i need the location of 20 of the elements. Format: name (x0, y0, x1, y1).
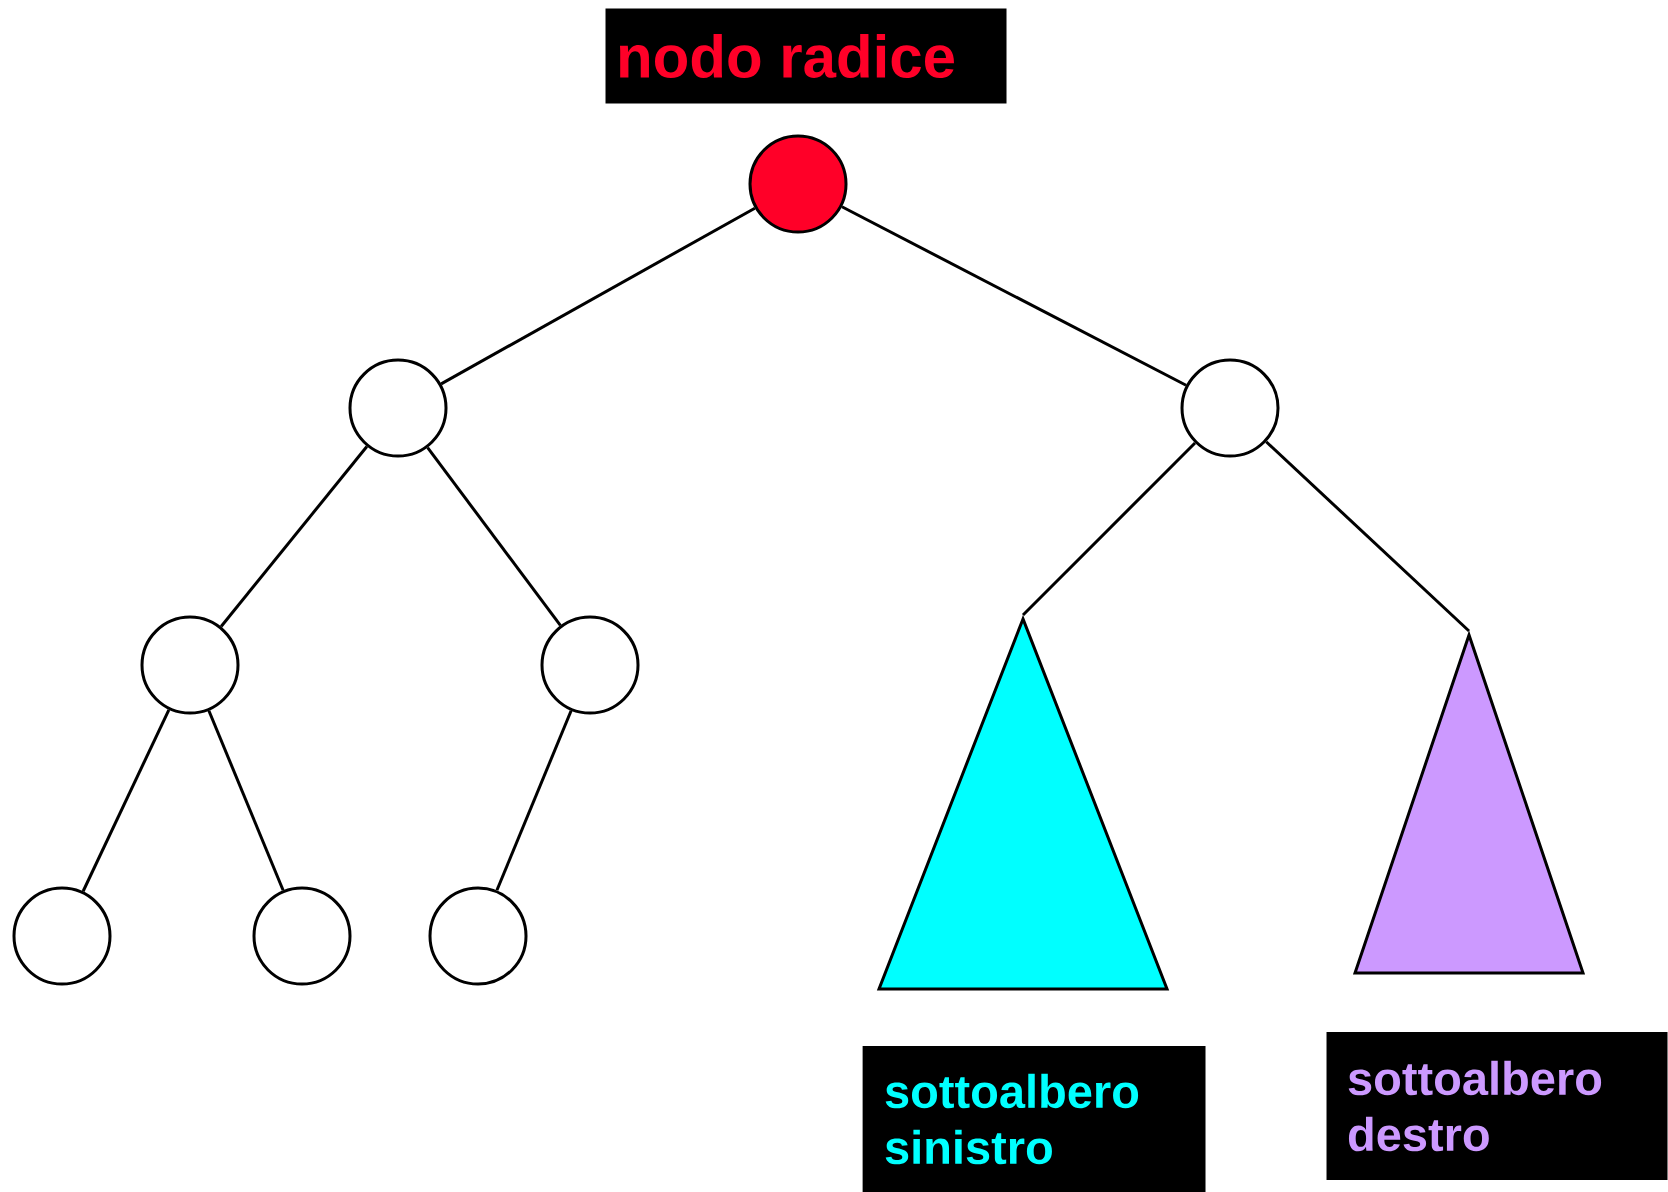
label-box: sottoalbero sinistro (862, 1046, 1206, 1192)
tree-node-circle (748, 134, 848, 234)
tree-node-circle (428, 886, 528, 986)
tree-edge (219, 445, 369, 628)
tree-edge (1265, 440, 1471, 633)
tree-node-circle (12, 886, 112, 986)
tree-edge (207, 710, 285, 891)
tree-edge (426, 446, 562, 627)
tree-node-circle (540, 615, 640, 715)
tree-edge (440, 206, 756, 386)
tree-node-circle (348, 358, 448, 458)
label-box: sottoalbero destro (1326, 1032, 1668, 1180)
tree-edge (841, 205, 1187, 387)
label-box: nodo radice (605, 8, 1007, 104)
tree-edge (81, 709, 171, 892)
tree-node-circle (252, 886, 352, 986)
tree-edge (495, 710, 573, 891)
tree-node-circle (1180, 358, 1280, 458)
tree-node-circle (140, 615, 240, 715)
tree-edge (1021, 441, 1197, 617)
